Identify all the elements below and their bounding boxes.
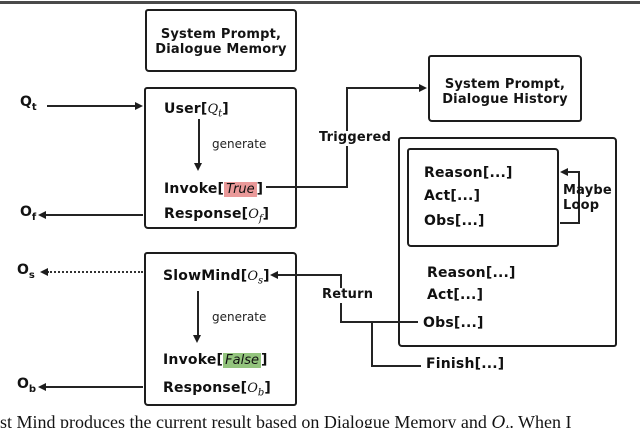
user-var: Qt <box>207 102 223 120</box>
triggered-line-horizontal1 <box>266 186 348 188</box>
triggered-arrowhead-icon <box>419 84 427 92</box>
maybe-loop-line-bottom <box>560 222 580 224</box>
slow-invoke-row: Invoke[False] <box>163 350 268 369</box>
fast-invoke-prefix: Invoke[ <box>164 181 225 197</box>
of-arrow-line <box>45 214 143 216</box>
fast-mind-box: User[Qt] generate Invoke[True] Response[… <box>144 87 297 229</box>
os-arrow-dotted-line <box>47 271 143 273</box>
dialogue-memory-line2: Dialogue Memory <box>155 42 287 57</box>
dialogue-history-label: System Prompt, Dialogue History <box>430 77 580 107</box>
os-label: Os <box>17 262 35 281</box>
return-line-horizontal2 <box>341 321 418 323</box>
maybe-loop-arrowhead-icon <box>560 168 568 176</box>
finish-line-horizontal <box>372 365 421 367</box>
dialogue-memory-line1: System Prompt, <box>160 27 282 42</box>
slow-response-prefix: Response[ <box>163 380 248 396</box>
fast-response-row: Response[Of] <box>164 204 270 225</box>
user-suffix: ] <box>222 101 229 117</box>
tail-act: Act[...] <box>427 287 484 303</box>
ob-arrowhead-icon <box>38 382 46 391</box>
finish-line-vertical <box>371 322 373 367</box>
return-arrowhead-icon <box>270 271 278 279</box>
fast-generate-label: generate <box>212 137 267 151</box>
slowmind-suffix: ] <box>263 268 270 284</box>
fast-invoke-suffix: ] <box>256 181 264 197</box>
user-row: User[Qt] <box>164 99 229 120</box>
slow-invoke-value: False <box>223 353 261 368</box>
fast-response-suffix: ] <box>262 206 270 222</box>
dialogue-history-box: System Prompt, Dialogue History <box>428 55 582 122</box>
maybe-loop-line-top <box>567 171 580 173</box>
slow-generate-arrowhead-icon <box>193 335 201 343</box>
slow-generate-label: generate <box>212 310 267 324</box>
return-line-horizontal1 <box>277 274 342 276</box>
slow-invoke-prefix: Invoke[ <box>163 352 224 368</box>
loop-obs: Obs[...] <box>424 213 485 229</box>
react-outer-box: Reason[...] Act[...] Obs[...] Reason[...… <box>398 137 617 347</box>
qt-arrowhead-icon <box>135 101 143 110</box>
maybe-loop-label: Maybe Loop <box>563 183 612 213</box>
slow-response-suffix: ] <box>264 380 271 396</box>
fast-generate-arrowhead-icon <box>194 163 202 171</box>
loop-act: Act[...] <box>424 188 481 204</box>
return-label: Return <box>320 287 376 303</box>
os-arrowhead-icon <box>40 268 48 276</box>
finish-label: Finish[...] <box>426 356 505 372</box>
slow-response-row: Response[Ob] <box>163 378 271 399</box>
dialogue-memory-box: System Prompt, Dialogue Memory <box>145 9 297 72</box>
caption-var: Qt <box>491 413 509 428</box>
of-arrowhead-icon <box>38 210 46 219</box>
fast-response-prefix: Response[ <box>164 206 249 222</box>
dialogue-history-line1: System Prompt, <box>444 77 566 92</box>
ob-arrow-line <box>45 386 143 388</box>
dialogue-history-line2: Dialogue History <box>442 92 568 107</box>
slowmind-row: SlowMind[Os] <box>163 266 270 287</box>
dialogue-memory-label: System Prompt, Dialogue Memory <box>147 27 295 57</box>
slow-invoke-suffix: ] <box>260 352 268 368</box>
tail-obs: Obs[...] <box>423 315 484 331</box>
caption-tail: . When I <box>509 412 572 428</box>
slow-response-var: Ob <box>247 381 265 399</box>
slow-generate-arrow-line <box>197 291 199 337</box>
tail-reason: Reason[...] <box>427 265 516 281</box>
of-label: Of <box>20 204 37 223</box>
triggered-line-horizontal2 <box>347 87 420 89</box>
fast-invoke-value: True <box>224 182 257 197</box>
maybe-loop-line1: Maybe <box>563 183 612 198</box>
figure-caption: st Mind produces the current result base… <box>0 412 640 428</box>
maybe-loop-line-vertical <box>578 171 580 224</box>
user-prefix: User[ <box>164 101 208 117</box>
loop-reason: Reason[...] <box>424 165 513 181</box>
top-rule <box>0 1 640 4</box>
slowmind-prefix: SlowMind[ <box>163 268 248 284</box>
fast-invoke-row: Invoke[True] <box>164 179 263 198</box>
slowmind-var: Os <box>247 269 264 287</box>
qt-label: Qt <box>20 94 37 113</box>
fast-response-var: Of <box>248 207 263 225</box>
qt-arrow-line <box>47 105 136 107</box>
fast-generate-arrow-line <box>198 119 200 165</box>
caption-text: st Mind produces the current result base… <box>0 412 492 428</box>
triggered-label: Triggered <box>317 130 394 146</box>
maybe-loop-line2: Loop <box>563 198 600 213</box>
react-loop-box: Reason[...] Act[...] Obs[...] <box>407 148 559 247</box>
ob-label: Ob <box>17 376 37 395</box>
